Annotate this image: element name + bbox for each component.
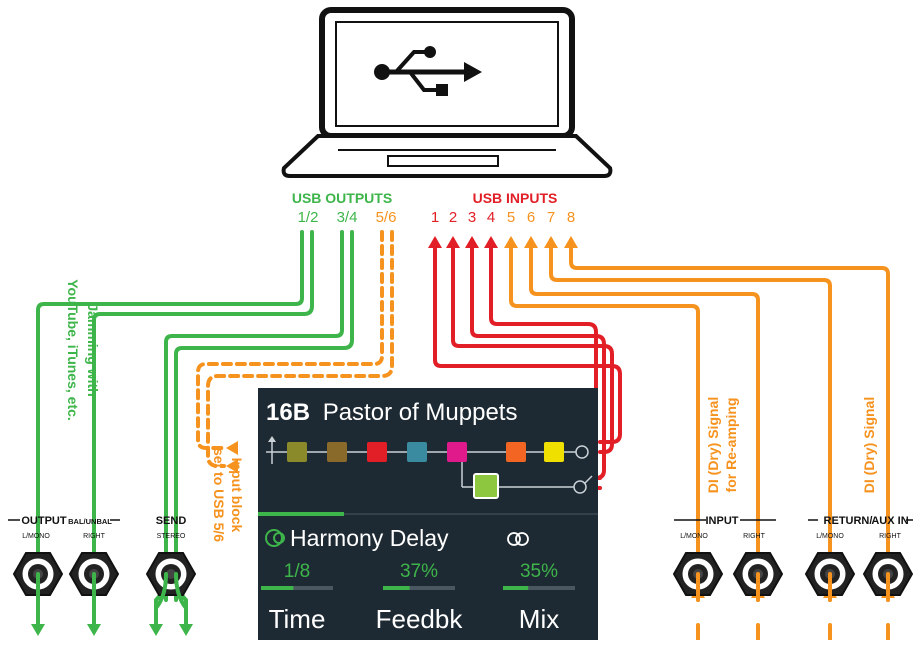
send-title: SEND [156,515,187,527]
return-jack-label: RETURN/ AUX IN L/MONO RIGHT [808,515,913,540]
output-jack-label: OUTPUT BAL/UNBAL L/MONO RIGHT [8,515,120,540]
usb-input-7: 7 [547,209,555,226]
effect-block-5[interactable] [447,442,467,462]
usb-input-1: 1 [431,209,439,226]
return-title: RETURN/ [824,515,873,527]
effect-block-4[interactable] [407,442,427,462]
quarter-inch-jack-icon [145,552,197,596]
usb-input-4: 4 [487,209,495,226]
usb-input-5: 5 [507,209,515,226]
split-merge-icon [573,480,587,494]
effect-block-selected[interactable] [473,473,499,499]
device-screen: 16B Pastor of Muppets Harmony Delay [258,388,598,640]
svg-text:16B Pastor of Muppets: 16B Pastor of Muppets [266,399,517,426]
usb-input-3: 3 [468,209,476,226]
param-fill-3 [503,586,529,590]
output-sub: BAL/UNBAL [68,517,112,526]
param-track-1 [261,586,333,590]
param-value-2: 37% [400,561,438,582]
effect-block-2[interactable] [327,442,347,462]
stereo-link-icon [265,529,285,547]
param-fill-2 [383,586,410,590]
stereo-icon [507,532,529,546]
aux-in-title: AUX IN [871,515,908,527]
input-block-label-line1: Input block [229,458,245,533]
input-block-label-line2: set to USB 5/6 [211,448,227,542]
di-reamp-label-line1: DI (Dry) Signal [705,397,721,493]
signal-chain [266,436,593,499]
effect-block-6[interactable] [506,442,526,462]
usb-output-5-6: 5/6 [376,209,397,226]
effect-block-3[interactable] [367,442,387,462]
usb-output-3-4: 3/4 [337,209,358,226]
param-label-1: Time [269,604,326,634]
param-value-3: 35% [520,561,558,582]
block-name: Harmony Delay [290,525,449,551]
input-right-label: RIGHT [743,533,766,540]
output-title: OUTPUT [21,515,67,527]
usb-output-1-2: 1/2 [298,209,319,226]
effect-block-1[interactable] [287,442,307,462]
output-endpoint-icon [575,445,589,459]
jamming-label-line2: YouTube, iTunes, etc. [65,279,81,421]
usb-inputs-title: USB INPUTS [473,190,558,206]
send-jack-label: SEND STEREO [156,515,187,540]
return-left-label: L/MONO [816,533,844,540]
param-fill-1 [261,586,294,590]
effect-block-7[interactable] [544,442,564,462]
di-reamp-label-line2: for Re-amping [723,398,739,493]
preset-name: Pastor of Muppets [323,399,518,426]
param-value-1: 1/8 [284,561,310,582]
usb-input-2: 2 [449,209,457,226]
usb-outputs-title: USB OUTPUTS [292,190,392,206]
input-left-label: L/MONO [680,533,708,540]
laptop-icon [281,7,613,178]
preset-number: 16B [266,399,310,426]
param-label-3: Mix [519,604,559,634]
param-track-2 [383,586,455,590]
output-right-label: RIGHT [83,533,106,540]
usb-input-6: 6 [527,209,535,226]
param-label-2: Feedbk [376,604,464,634]
return-right-label: RIGHT [879,533,902,540]
jamming-label-line1: Jamming with [85,303,101,396]
input-title: INPUT [706,515,739,527]
param-track-3 [503,586,575,590]
usb-small-icon [266,436,278,464]
input-jack-label: INPUT L/MONO RIGHT [674,515,776,540]
di-signal-label: DI (Dry) Signal [861,397,877,493]
usb-input-8: 8 [567,209,575,226]
output-left-label: L/MONO [22,533,50,540]
send-sub: STEREO [157,533,186,540]
usb-icon [374,46,482,96]
